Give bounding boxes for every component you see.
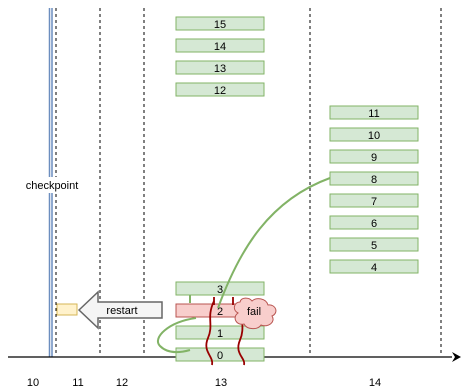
block-label: 0 bbox=[217, 350, 223, 362]
restart-block bbox=[56, 303, 78, 316]
restart-label: restart bbox=[106, 305, 137, 317]
axis-label: 12 bbox=[116, 377, 128, 389]
restart-arrow bbox=[77, 290, 163, 330]
block-label: 8 bbox=[371, 174, 377, 186]
block bbox=[329, 127, 419, 142]
block bbox=[329, 149, 419, 164]
time-axis-arrowhead bbox=[452, 352, 461, 362]
axis-label: 10 bbox=[27, 377, 39, 389]
right-block-stack: 11 10 9 8 7 6 5 4 bbox=[329, 105, 419, 274]
red-dependency-curve bbox=[205, 300, 215, 366]
block-label: 11 bbox=[368, 108, 379, 120]
block-label: 3 bbox=[217, 284, 223, 296]
block bbox=[329, 237, 419, 252]
block bbox=[329, 105, 419, 120]
axis-label: 11 bbox=[72, 377, 83, 389]
checkpoint-label-bg bbox=[22, 177, 82, 193]
block-label: 2 bbox=[217, 306, 223, 318]
axis-label: 14 bbox=[369, 377, 381, 389]
block bbox=[329, 193, 419, 208]
block bbox=[329, 215, 419, 230]
block-label: 15 bbox=[214, 19, 226, 31]
block-label: 9 bbox=[371, 152, 377, 164]
top-block-stack: 15 14 13 12 bbox=[175, 16, 265, 97]
block bbox=[175, 60, 265, 75]
block-label: 1 bbox=[217, 328, 223, 340]
block bbox=[175, 38, 265, 53]
checkpoint-label: checkpoint bbox=[26, 180, 79, 192]
block bbox=[175, 281, 265, 296]
block-label: 14 bbox=[214, 41, 226, 53]
block-label: 6 bbox=[371, 218, 377, 230]
fail-cloud bbox=[233, 297, 277, 330]
green-dependency-curve bbox=[217, 177, 331, 309]
axis-label: 13 bbox=[215, 377, 227, 389]
block bbox=[175, 16, 265, 31]
green-dependency-curve bbox=[157, 317, 197, 354]
fail-label: fail bbox=[247, 306, 261, 318]
block-label: 7 bbox=[371, 196, 377, 208]
block bbox=[175, 82, 265, 97]
block-label: 13 bbox=[214, 63, 226, 75]
block bbox=[329, 259, 419, 274]
block-label: 10 bbox=[368, 130, 380, 142]
block-label: 12 bbox=[214, 85, 226, 97]
block-label: 4 bbox=[371, 262, 377, 274]
block-label: 5 bbox=[371, 240, 377, 252]
